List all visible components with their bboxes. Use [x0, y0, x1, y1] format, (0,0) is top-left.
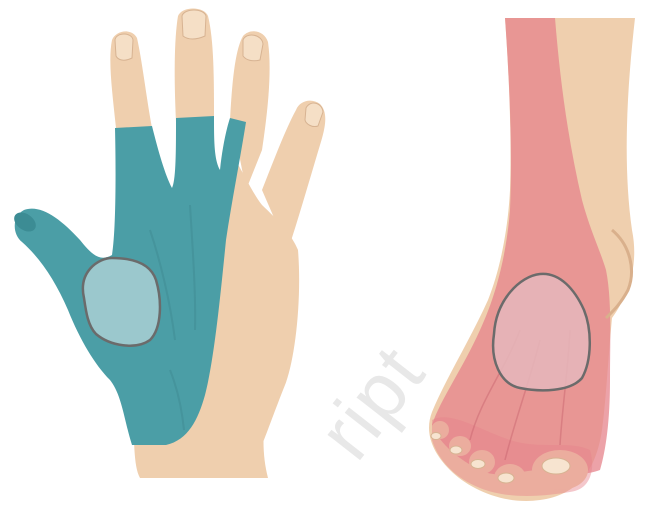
hand-illustration: [11, 9, 326, 479]
foot-second-toenail: [498, 473, 514, 483]
foot-fourth-toenail: [450, 446, 462, 454]
hand-index-nail: [115, 34, 133, 60]
foot-big-toenail: [542, 458, 570, 474]
hand-ring-nail: [243, 35, 263, 61]
hand-middle-nail: [182, 10, 206, 39]
foot-illustration: [429, 18, 635, 501]
hand-lesion: [83, 258, 160, 346]
foot-fifth-toenail: [431, 433, 441, 440]
foot-third-toenail: [471, 460, 485, 469]
